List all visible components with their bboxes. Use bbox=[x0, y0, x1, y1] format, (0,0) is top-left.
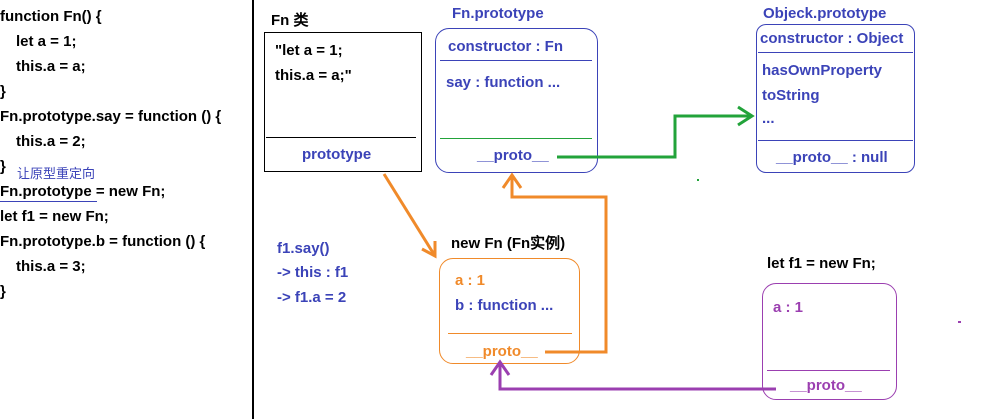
code-line: } bbox=[0, 283, 6, 300]
fn-class-prototype-prop: prototype bbox=[302, 146, 372, 163]
f1-title: let f1 = new Fn; bbox=[767, 255, 876, 272]
stray-dot bbox=[697, 179, 699, 181]
fn-prototype-say: say : function ... bbox=[446, 74, 561, 91]
object-prototype-ellipsis: ... bbox=[762, 110, 775, 127]
orange-proto-arrow bbox=[510, 175, 608, 354]
object-prototype-constructor: constructor : Object bbox=[760, 30, 904, 47]
orange-arrowhead bbox=[421, 241, 437, 259]
fn-prototype-title: Fn.prototype bbox=[452, 5, 544, 22]
fn-prototype-constructor: constructor : Fn bbox=[448, 38, 563, 55]
call-note: -> this : f1 bbox=[277, 264, 349, 281]
fn-prototype-proto: __proto__ bbox=[477, 147, 549, 164]
orange-prototype-arrow bbox=[382, 173, 437, 257]
code-line: Fn.prototype.say = function () { bbox=[0, 108, 222, 125]
object-prototype-hasownproperty: hasOwnProperty bbox=[762, 62, 883, 79]
instance-box bbox=[439, 258, 580, 364]
code-line: let a = 1; bbox=[16, 33, 77, 50]
code-line: this.a = 3; bbox=[16, 258, 86, 275]
f1-box bbox=[762, 283, 897, 400]
code-line: Fn.prototype = new Fn; bbox=[0, 183, 166, 200]
fn-class-divider bbox=[266, 137, 416, 138]
code-line: } bbox=[0, 158, 6, 175]
note-underline bbox=[0, 201, 97, 202]
fn-prototype-divider bbox=[440, 138, 592, 139]
instance-proto: __proto__ bbox=[466, 343, 538, 360]
fn-class-title: Fn 类 bbox=[271, 12, 309, 29]
object-prototype-proto: __proto__ : null bbox=[776, 149, 888, 166]
code-line: function Fn() { bbox=[0, 8, 102, 25]
green-arrowhead bbox=[737, 105, 755, 127]
purple-proto-arrow bbox=[498, 362, 776, 391]
code-line: this.a = a; bbox=[16, 58, 86, 75]
green-proto-arrow bbox=[557, 114, 752, 159]
fn-class-box bbox=[264, 32, 422, 172]
code-line: Fn.prototype.b = function () { bbox=[0, 233, 206, 250]
fn-class-body-line: this.a = a;" bbox=[275, 67, 352, 84]
fn-prototype-box bbox=[435, 28, 598, 173]
instance-b: b : function ... bbox=[455, 297, 554, 314]
code-line: let f1 = new Fn; bbox=[0, 208, 109, 225]
stray-dot bbox=[958, 321, 961, 323]
f1-a: a : 1 bbox=[773, 299, 804, 316]
object-prototype-title: Objeck.prototype bbox=[763, 5, 887, 22]
redirect-note: 让原型重定向 bbox=[17, 166, 96, 181]
call-note: -> f1.a = 2 bbox=[277, 289, 347, 306]
column-divider bbox=[252, 0, 254, 419]
object-prototype-box bbox=[756, 24, 915, 173]
f1-proto: __proto__ bbox=[790, 377, 862, 394]
object-prototype-divider bbox=[758, 52, 913, 53]
fn-prototype-divider bbox=[440, 60, 592, 61]
orange-arrowhead bbox=[501, 172, 523, 189]
f1-divider bbox=[767, 370, 890, 371]
fn-class-body-line: "let a = 1; bbox=[275, 42, 343, 59]
object-prototype-divider bbox=[758, 140, 913, 141]
instance-title: new Fn (Fn实例) bbox=[451, 235, 566, 252]
call-note: f1.say() bbox=[277, 240, 330, 257]
instance-a: a : 1 bbox=[455, 272, 486, 289]
purple-arrowhead bbox=[489, 359, 511, 376]
code-line: } bbox=[0, 83, 6, 100]
code-line: this.a = 2; bbox=[16, 133, 86, 150]
object-prototype-tostring: toString bbox=[762, 87, 820, 104]
instance-divider bbox=[448, 333, 572, 334]
